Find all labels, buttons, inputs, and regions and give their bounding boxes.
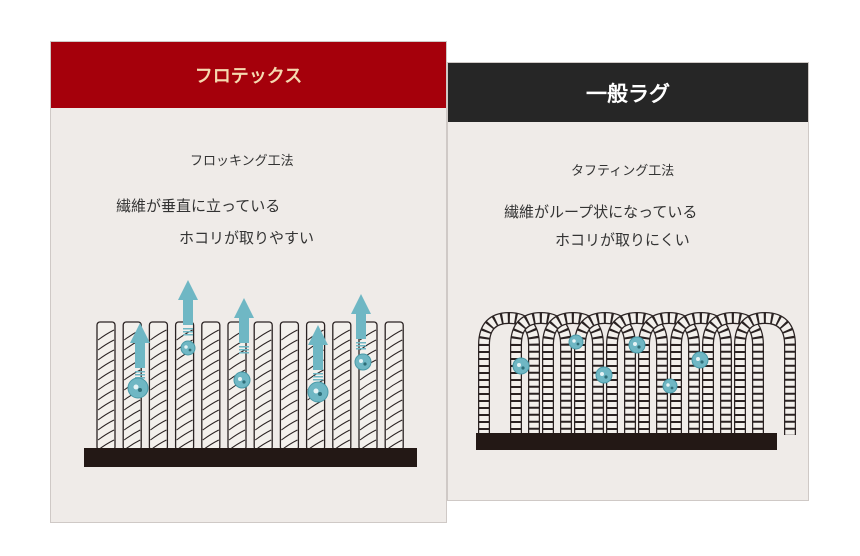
loop-fiber: [575, 313, 635, 435]
up-arrow-icon: [239, 349, 249, 351]
dust-icon: [572, 339, 576, 343]
dust-icon: [662, 378, 678, 394]
loop-fiber: [479, 313, 539, 435]
up-arrow-icon: [234, 298, 254, 343]
fiber-twist: [359, 329, 377, 451]
loop-fiber: [703, 313, 763, 435]
loop-fiber: [670, 311, 732, 435]
dust-icon: [517, 363, 521, 367]
up-arrow-icon: [135, 374, 145, 376]
flotex-panel: フロテックス フロッキング工法 繊維が垂直に立っている ホコリが取りやすい: [50, 41, 447, 523]
up-arrow-icon: [308, 325, 328, 370]
up-arrow-icon: [239, 346, 249, 348]
flocking-method-label: フロッキング工法: [190, 154, 294, 169]
loop-fiber: [511, 313, 571, 435]
dust-icon: [700, 360, 704, 364]
fiber-twist: [97, 329, 115, 451]
dust-icon: [363, 362, 367, 366]
dust-icon: [633, 342, 637, 346]
dust-icon: [184, 345, 188, 349]
up-arrow-icon: [130, 323, 150, 368]
dust-icon: [628, 336, 646, 354]
loop-fiber: [735, 313, 795, 435]
dust-icon: [512, 357, 530, 375]
dust-icon: [696, 357, 700, 361]
base-backing: [476, 433, 777, 450]
loop-fiber: [510, 311, 572, 435]
loop-fiber: [638, 311, 700, 435]
dust-icon: [568, 334, 584, 350]
dust-icon: [521, 366, 525, 370]
loop-fiber: [734, 311, 796, 435]
loop-fiber: [671, 313, 731, 435]
dust-icon: [313, 388, 319, 394]
dust-icon: [576, 342, 580, 346]
dust-icon: [354, 353, 372, 371]
up-arrow-icon: [313, 379, 323, 381]
up-arrow-icon: [356, 342, 366, 344]
up-arrow-icon: [313, 376, 323, 378]
dust-icon: [318, 392, 322, 396]
up-arrow-icon: [356, 348, 366, 350]
dust-icon: [188, 348, 192, 352]
fiber-twist: [150, 329, 167, 451]
dust-icon: [238, 377, 242, 381]
dust-icon: [604, 375, 608, 379]
dust-icon: [133, 384, 139, 390]
fiber-twist: [333, 329, 351, 451]
rug-header: 一般ラグ: [448, 63, 808, 122]
up-arrow-icon: [239, 352, 249, 354]
dust-icon: [637, 345, 641, 349]
flotex-desc-1: 繊維が垂直に立っている: [116, 197, 281, 215]
up-arrow-icon: [183, 328, 193, 330]
rug-desc-1: 繊維がループ状になっている: [504, 203, 698, 221]
flotex-desc-2: ホコリが取りやすい: [179, 229, 315, 247]
dust-icon: [180, 340, 196, 356]
dust-icon: [242, 380, 246, 384]
up-arrow-icon: [183, 334, 193, 336]
up-arrow-icon: [313, 373, 323, 375]
rug-desc-2: ホコリが取りにくい: [555, 231, 690, 249]
dust-icon: [670, 386, 674, 390]
tufting-method-label: タフティング工法: [571, 164, 675, 179]
fiber-twist: [254, 329, 272, 451]
up-arrow-icon: [135, 371, 145, 373]
dust-icon: [666, 383, 670, 387]
loop-fiber: [702, 311, 764, 435]
loop-fiber: [639, 313, 699, 435]
up-arrow-icon: [351, 294, 371, 339]
base-backing: [84, 448, 417, 467]
loop-fiber: [478, 311, 540, 435]
dust-icon: [233, 371, 251, 389]
loop-fiber: [606, 311, 668, 435]
up-arrow-icon: [178, 280, 198, 325]
dust-icon: [691, 351, 709, 369]
up-arrow-icon: [356, 345, 366, 347]
fiber-twist: [202, 329, 220, 451]
fiber-twist: [281, 329, 298, 451]
loop-fiber: [543, 313, 603, 435]
up-arrow-icon: [183, 331, 193, 333]
dust-icon: [595, 366, 613, 384]
loop-fiber: [607, 313, 667, 435]
dust-icon: [359, 359, 363, 363]
flotex-header: フロテックス: [51, 42, 446, 108]
dust-icon: [138, 388, 142, 392]
dust-icon: [600, 372, 604, 376]
fiber-twist: [385, 329, 403, 451]
